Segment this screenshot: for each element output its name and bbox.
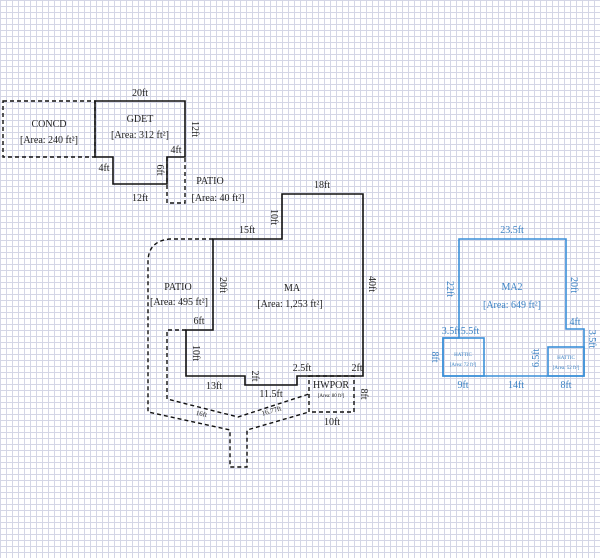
dim-ma-step2: 6ft <box>193 316 204 327</box>
dim-ma2-top: 23.5ft <box>500 225 524 236</box>
gdet-outline[interactable] <box>94 100 186 185</box>
dim-patio-diag2: 16.77ft <box>261 404 283 417</box>
dim-ma2-bottom3: 8ft <box>560 380 571 391</box>
dim-ma2-a: 3.5ft <box>442 326 461 337</box>
patio-small-outline[interactable] <box>166 157 186 204</box>
dim-gdet-notch-top: 4ft <box>170 145 181 156</box>
dim-ma2-bottom1: 9ft <box>457 380 468 391</box>
ma-label: MA <box>284 283 301 294</box>
dim-ma-top: 18ft <box>314 180 330 191</box>
dim-gdet-left: 4ft <box>98 163 109 174</box>
dim-ma-bottom4: 2ft <box>351 363 362 374</box>
dim-ma2-b: 5.5ft <box>461 326 480 337</box>
patio-small-label: PATIO <box>196 176 223 187</box>
hattic1-label: HATTIC <box>454 353 472 358</box>
patio-large-inner-outline[interactable] <box>166 329 310 418</box>
concd-area: [Area: 240 ft²] <box>20 135 78 146</box>
hwpor-label: HWPOR <box>313 380 349 391</box>
concd-label: CONCD <box>31 119 66 130</box>
dim-ma-step: 10ft <box>268 209 279 225</box>
dim-ma-bottom1: 13ft <box>206 381 222 392</box>
hattic2-area: [Area: 52 ft²] <box>553 365 580 371</box>
ma-outline[interactable] <box>185 193 364 386</box>
dim-ma2-right2: 3.5ft <box>586 330 597 349</box>
dim-hattic2-left: 6.5ft <box>531 348 542 367</box>
hattic1-outline[interactable] <box>442 337 485 377</box>
hattic1-area: [Area: 72 ft²] <box>450 362 477 368</box>
dim-hattic1-left: 8ft <box>429 351 440 362</box>
dim-ma2-bottom2: 14ft <box>508 380 524 391</box>
dim-ma-left: 20ft <box>217 277 228 293</box>
dim-hwpor-right: 8ft <box>358 388 369 399</box>
dim-ma-right: 40ft <box>366 276 377 292</box>
dim-ma-bottom2: 11.5ft <box>259 389 282 400</box>
hwpor-outline[interactable] <box>308 375 355 413</box>
dim-ma2-left: 22ft <box>444 281 455 297</box>
hwpor-area: [Area: 80 ft²] <box>318 393 345 399</box>
patio-small-area: [Area: 40 ft²] <box>192 193 245 204</box>
dim-gdet-bottom: 12ft <box>132 193 148 204</box>
ma2-label: MA2 <box>501 282 522 293</box>
dim-ma-upper: 15ft <box>239 225 255 236</box>
hattic2-label: HATTIC <box>557 356 575 361</box>
dim-gdet-top: 20ft <box>132 88 148 99</box>
dim-gdet-right: 12ft <box>189 121 200 137</box>
dim-ma-notch: 2ft <box>249 370 260 381</box>
patio-large-area: [Area: 495 ft²] <box>150 297 208 308</box>
dim-ma-bottom3: 2.5ft <box>293 363 312 374</box>
dim-ma2-step: 4ft <box>569 317 580 328</box>
dim-patio-diag1: 16ft <box>195 409 208 419</box>
dim-gdet-notch: 6ft <box>154 164 165 175</box>
dim-ma-left2: 10ft <box>190 345 201 361</box>
hattic2-outline[interactable] <box>547 346 585 377</box>
patio-large-outline[interactable] <box>147 238 310 468</box>
ma2-area: [Area: 649 ft²] <box>483 300 541 311</box>
patio-large-label: PATIO <box>164 282 191 293</box>
dim-ma2-right: 20ft <box>568 277 579 293</box>
gdet-area: [Area: 312 ft²] <box>111 130 169 141</box>
ma-area: [Area: 1,253 ft²] <box>257 299 322 310</box>
dim-hwpor-bottom: 10ft <box>324 417 340 428</box>
gdet-label: GDET <box>127 114 154 125</box>
